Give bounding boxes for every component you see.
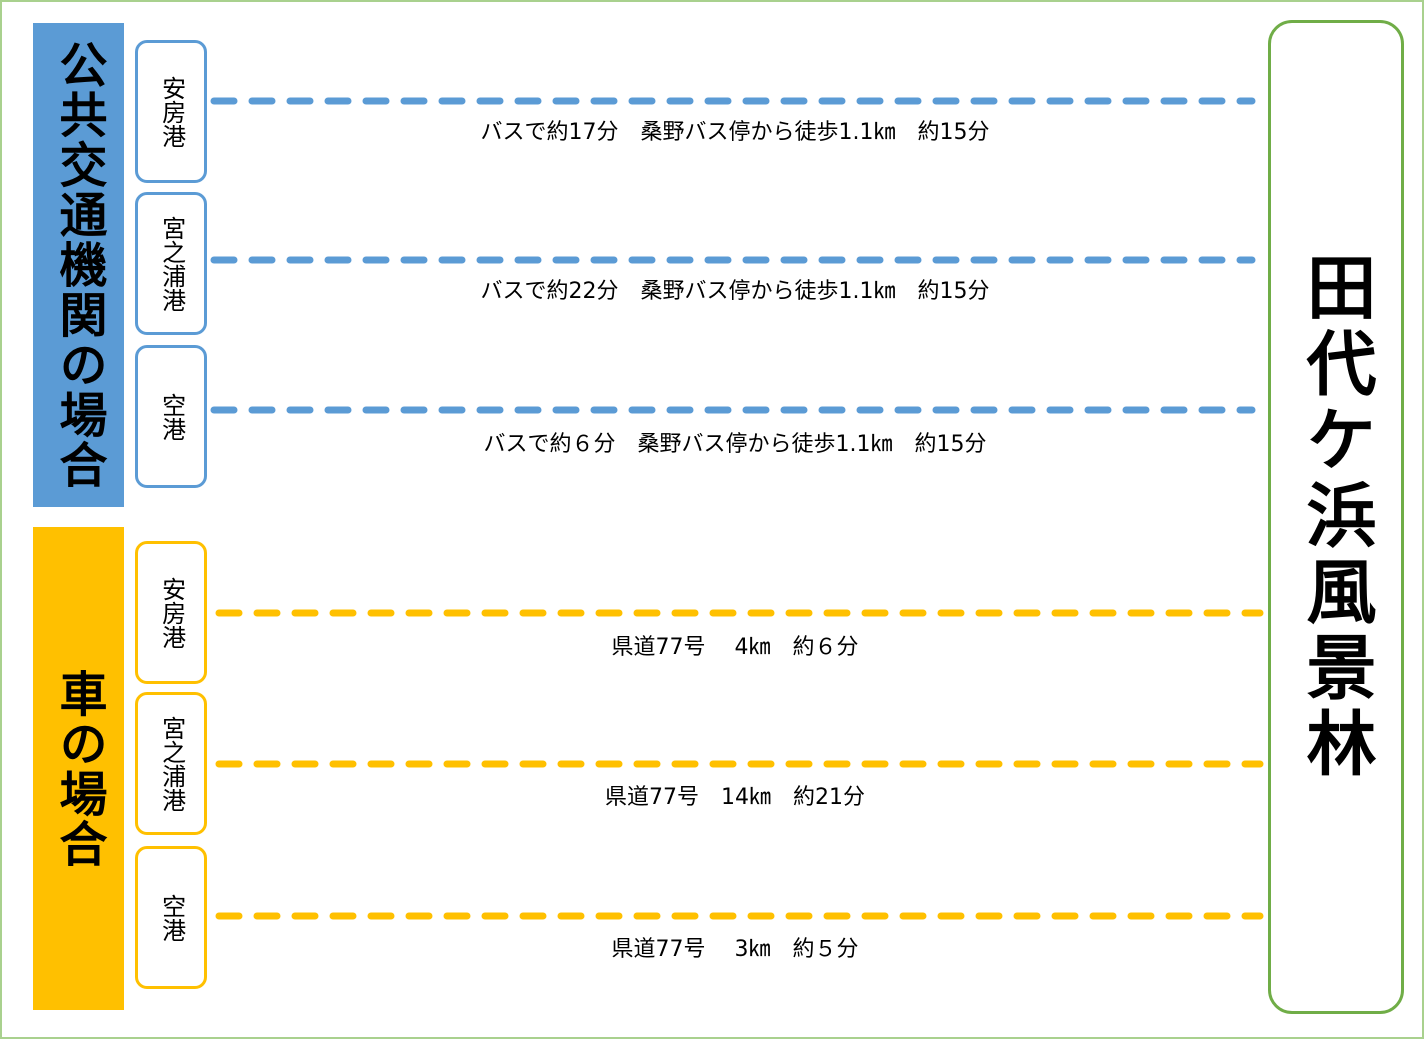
route-description: 県道77号 4㎞ 約６分 [611, 635, 859, 660]
public-origin-miyanoura: 宮之浦港 [135, 192, 207, 335]
car-origin-airport: 空港 [135, 846, 207, 989]
route-description: 県道77号 3㎞ 約５分 [611, 937, 859, 962]
origin-label: 空港 [157, 893, 186, 942]
origin-label: 宮之浦港 [157, 715, 186, 812]
route-description: バスで約17分 桑野バス停から徒歩1.1㎞ 約15分 [480, 120, 990, 145]
car-panel: 車の場合 [33, 527, 124, 1010]
car-origin-miyanoura: 宮之浦港 [135, 692, 207, 835]
origin-label: 安房港 [157, 576, 186, 649]
route-description: バスで約22分 桑野バス停から徒歩1.1㎞ 約15分 [480, 279, 990, 304]
destination-title: 田代ケ浜風景林 [1295, 251, 1377, 783]
public-transport-panel: 公共交通機関の場合 [33, 23, 124, 507]
public-transport-title: 公共交通機関の場合 [50, 40, 107, 490]
origin-label: 空港 [157, 392, 186, 441]
origin-label: 安房港 [157, 75, 186, 148]
car-title: 車の場合 [50, 668, 107, 869]
car-origin-anbo: 安房港 [135, 541, 207, 684]
origin-label: 宮之浦港 [157, 215, 186, 312]
public-origin-anbo: 安房港 [135, 40, 207, 183]
public-origin-airport: 空港 [135, 345, 207, 488]
route-description: 県道77号 14㎞ 約21分 [605, 785, 865, 810]
route-description: バスで約６分 桑野バス停から徒歩1.1㎞ 約15分 [483, 432, 987, 457]
destination-box: 田代ケ浜風景林 [1268, 20, 1404, 1014]
